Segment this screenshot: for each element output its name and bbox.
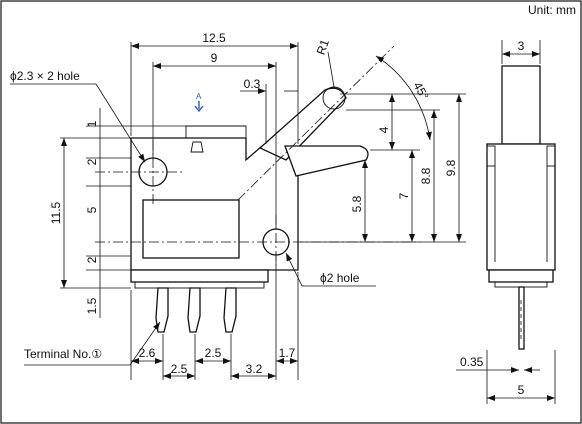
dim-side-5: 5 bbox=[518, 383, 525, 397]
lever-centerline bbox=[237, 45, 395, 201]
left-dimensions: 11.5 1 2 5 2 1.5 bbox=[49, 108, 186, 318]
side-view: 3 0.35 5 bbox=[456, 39, 556, 404]
dim-side-3: 3 bbox=[518, 39, 525, 53]
dim-1: 1 bbox=[85, 120, 99, 127]
side-body bbox=[486, 143, 556, 271]
callout-hole-large: ϕ2.3 × 2 hole bbox=[10, 69, 80, 83]
dim-0-3: 0.3 bbox=[244, 77, 261, 91]
lever-plunger bbox=[284, 145, 369, 177]
side-base bbox=[488, 269, 554, 283]
callout-terminal: Terminal No.① bbox=[24, 347, 102, 361]
base-plate bbox=[130, 269, 269, 283]
side-flange-left bbox=[486, 145, 496, 167]
dim-12-5: 12.5 bbox=[202, 31, 226, 45]
dim-side-0-35: 0.35 bbox=[460, 355, 484, 369]
callout-hole-small: ϕ2 hole bbox=[320, 271, 360, 285]
front-view: A bbox=[95, 45, 420, 333]
side-terminal bbox=[518, 286, 525, 350]
dim-2b: 2 bbox=[85, 256, 99, 263]
dim-3-2: 3.2 bbox=[246, 362, 263, 376]
dim-5: 5 bbox=[85, 206, 99, 213]
base-rim bbox=[134, 281, 265, 289]
side-actuator bbox=[501, 65, 541, 145]
right-dimensions: 4 5.8 7 8.8 9.8 bbox=[300, 93, 466, 243]
dim-1-7: 1.7 bbox=[279, 346, 296, 360]
notch-mark bbox=[190, 141, 204, 153]
callouts: ϕ2.3 × 2 hole ϕ2 hole Terminal No.① bbox=[10, 69, 376, 366]
bottom-dimensions: 2.6 2.5 1.7 2.5 3.2 bbox=[130, 256, 299, 380]
dim-2a: 2 bbox=[85, 158, 99, 165]
dim-radius: R1 bbox=[314, 37, 333, 57]
dim-5-8: 5.8 bbox=[350, 195, 364, 212]
view-marker-arrow bbox=[194, 101, 204, 113]
top-dimensions: 12.5 9 0.3 bbox=[130, 31, 299, 228]
dim-4: 4 bbox=[377, 126, 391, 133]
actuator-notch bbox=[185, 125, 247, 138]
terminal-2 bbox=[187, 287, 201, 333]
dim-9-8: 9.8 bbox=[444, 159, 458, 176]
terminal-1 bbox=[155, 287, 169, 333]
terminals bbox=[155, 287, 237, 333]
dim-angle: 45° bbox=[411, 80, 432, 103]
dim-2-5b: 2.5 bbox=[205, 346, 222, 360]
label-window bbox=[142, 199, 240, 259]
dim-1-5: 1.5 bbox=[85, 297, 99, 314]
dim-7: 7 bbox=[397, 192, 411, 199]
side-flange-right bbox=[546, 145, 556, 167]
terminal-3 bbox=[223, 287, 237, 333]
view-marker-label: A bbox=[196, 92, 202, 101]
lever-arm bbox=[258, 87, 347, 161]
dim-2-6: 2.6 bbox=[139, 346, 156, 360]
dim-11-5: 11.5 bbox=[49, 201, 63, 224]
unit-label: Unit: mm bbox=[528, 3, 576, 17]
dim-9: 9 bbox=[211, 51, 218, 65]
dim-2-5a: 2.5 bbox=[171, 362, 188, 376]
side-base-rim bbox=[494, 281, 548, 288]
dim-8-8: 8.8 bbox=[419, 167, 433, 184]
